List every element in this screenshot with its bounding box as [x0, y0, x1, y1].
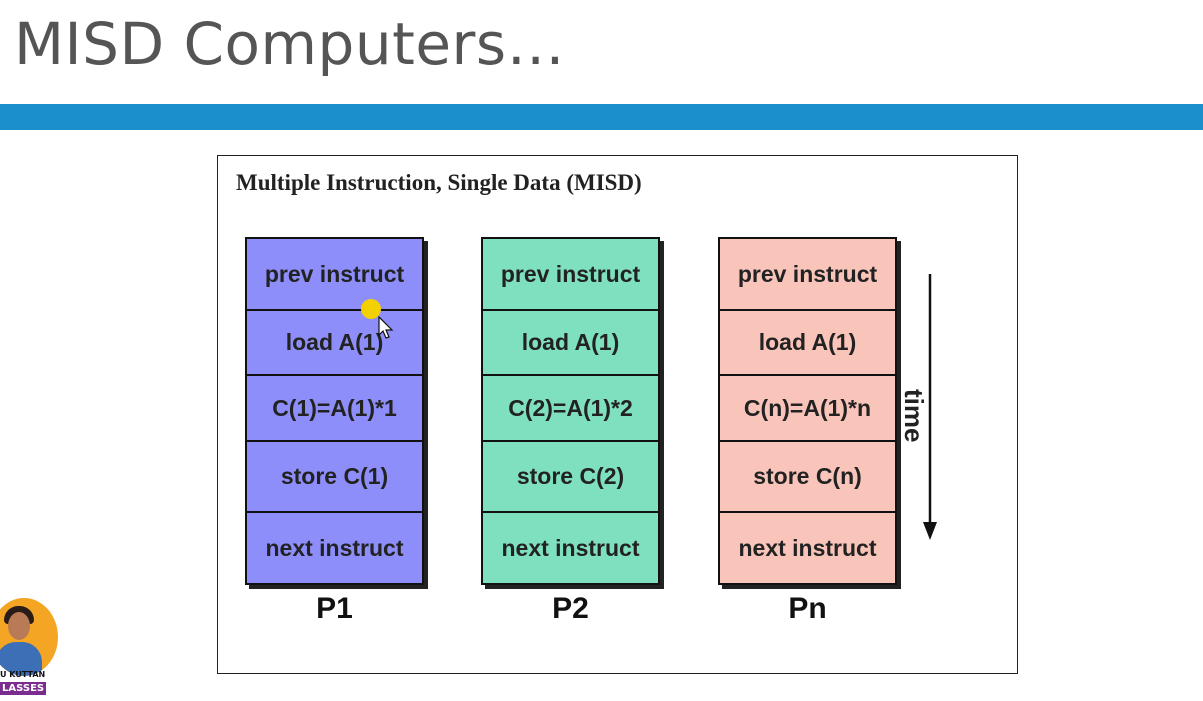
instruction-cell: C(n)=A(1)*n	[720, 376, 895, 442]
mouse-cursor-icon	[378, 316, 394, 339]
diagram-heading: Multiple Instruction, Single Data (MISD)	[236, 170, 642, 195]
processor-column-p2: prev instruct load A(1) C(2)=A(1)*2 stor…	[481, 237, 660, 585]
instruction-cell: next instruct	[265, 534, 404, 561]
instruction-cell: load A(1)	[483, 311, 658, 376]
processor-column-pn: prev instruct load A(1) C(n)=A(1)*n stor…	[718, 237, 897, 585]
presenter-badge: U KUTTAN LASSES	[0, 598, 58, 698]
presenter-channel: LASSES	[0, 682, 47, 695]
laser-pointer-icon	[361, 299, 381, 319]
processor-column-p1: prev instruct load A(1) C(1)=A(1)*1 stor…	[245, 237, 424, 585]
processor-label-p1: P1	[316, 592, 353, 625]
slide-title: MISD Computers…	[14, 10, 566, 78]
instruction-cell: prev instruct	[247, 239, 422, 311]
instruction-cell: next instruct	[501, 534, 640, 561]
instruction-cell: load A(1)	[720, 311, 895, 376]
instruction-cell: store C(2)	[483, 442, 658, 513]
presenter-name: U KUTTAN	[0, 670, 46, 679]
instruction-cell: load A(1)	[247, 311, 422, 376]
avatar	[0, 598, 58, 676]
down-arrow-icon	[923, 274, 937, 540]
processor-label-p2: P2	[552, 592, 589, 625]
time-axis-label: time	[899, 389, 929, 443]
instruction-cell: C(1)=A(1)*1	[247, 376, 422, 442]
instruction-cell: store C(n)	[720, 442, 895, 513]
instruction-cell: next instruct	[738, 534, 877, 561]
title-accent-bar	[0, 104, 1203, 130]
instruction-cell: store C(1)	[247, 442, 422, 513]
instruction-cell: prev instruct	[483, 239, 658, 311]
processor-label-pn: Pn	[788, 592, 827, 625]
instruction-cell: prev instruct	[720, 239, 895, 311]
misd-diagram: Multiple Instruction, Single Data (MISD)…	[217, 155, 1018, 674]
instruction-cell: C(2)=A(1)*2	[483, 376, 658, 442]
